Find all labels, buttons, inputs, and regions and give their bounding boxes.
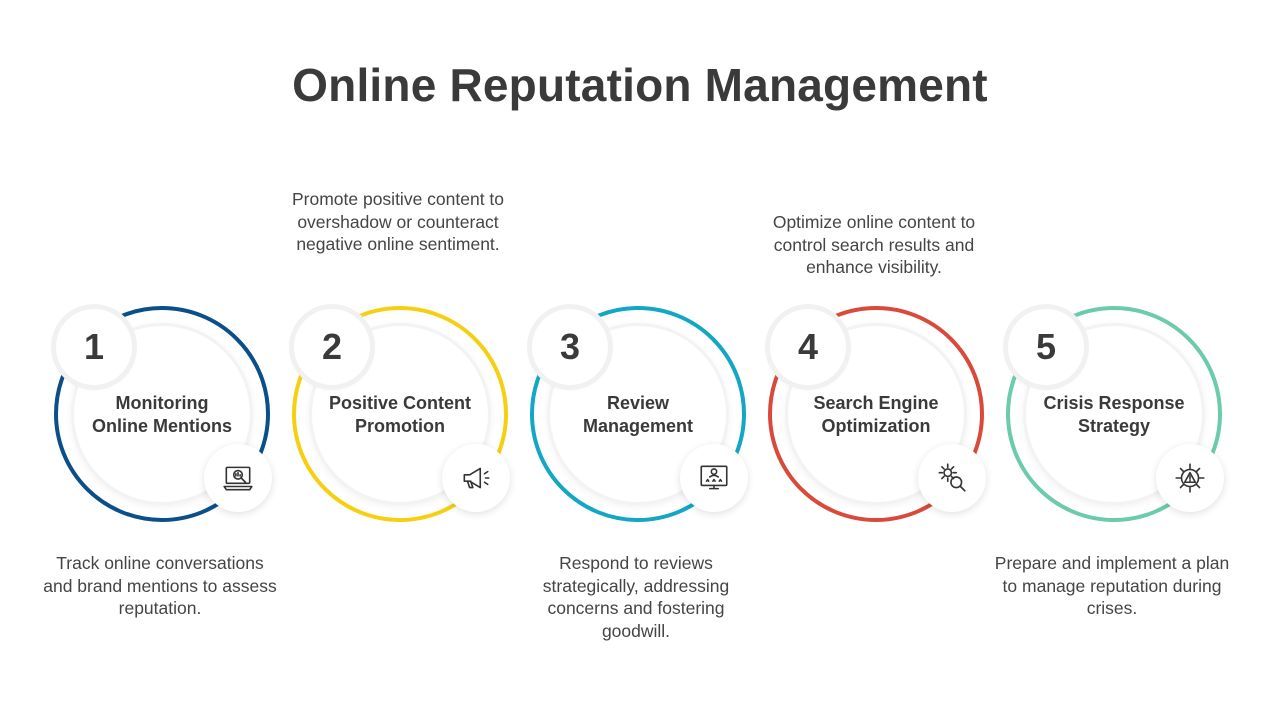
step-4: Optimize online content to control searc… bbox=[754, 0, 994, 720]
page-title: Online Reputation Management bbox=[292, 59, 988, 111]
step-number-badge: 1 bbox=[56, 309, 132, 385]
step-3: Respond to reviews strategically, addres… bbox=[516, 0, 756, 720]
step-number: 3 bbox=[559, 326, 581, 367]
step-ring bbox=[768, 306, 984, 522]
step-number-badge: 5 bbox=[1008, 309, 1084, 385]
step-description: Promote positive content to overshadow o… bbox=[291, 189, 505, 254]
step-description: Track online conversations and brand men… bbox=[43, 553, 277, 618]
review-rating-icon bbox=[680, 444, 748, 512]
step-1: Track online conversations and brand men… bbox=[40, 0, 280, 720]
step-number-badge: 4 bbox=[770, 309, 846, 385]
step-number: 2 bbox=[321, 326, 343, 367]
step-ring bbox=[530, 306, 746, 522]
step-ring bbox=[1006, 306, 1222, 522]
step-ring bbox=[292, 306, 508, 522]
step-number: 5 bbox=[1035, 326, 1057, 367]
step-5: Prepare and implement a plan to manage r… bbox=[992, 0, 1232, 720]
step-number-badge: 3 bbox=[532, 309, 608, 385]
step-ring bbox=[54, 306, 270, 522]
step-description: Optimize online content to control searc… bbox=[772, 212, 976, 277]
step-number: 4 bbox=[797, 326, 819, 367]
step-number: 1 bbox=[83, 326, 105, 367]
step-description: Prepare and implement a plan to manage r… bbox=[994, 553, 1230, 618]
gear-search-icon bbox=[918, 444, 986, 512]
megaphone-icon bbox=[442, 444, 510, 512]
gear-warning-icon bbox=[1156, 444, 1224, 512]
step-number-badge: 2 bbox=[294, 309, 370, 385]
step-description: Respond to reviews strategically, addres… bbox=[542, 553, 730, 641]
monitor-analytics-icon bbox=[204, 444, 272, 512]
step-2: Promote positive content to overshadow o… bbox=[278, 0, 518, 720]
